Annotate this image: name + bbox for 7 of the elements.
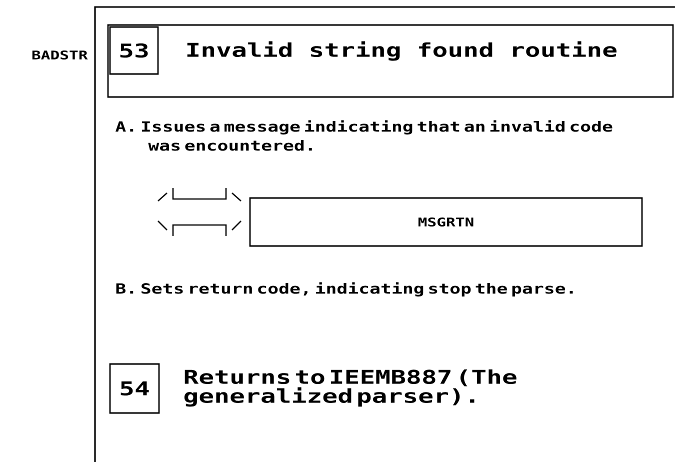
module-name: BADSTR (32, 50, 88, 60)
step-number-box: 54 (109, 363, 160, 414)
process-box: MSGRTN (249, 197, 643, 247)
step-text: B. Sets return code, indicating stop the parse. (116, 282, 573, 296)
step-text: A. Issues a message indicating that an invalid code was encountered. (116, 120, 612, 151)
step-text: Returns to IEEMB887 (The generalized parser). (184, 369, 516, 407)
step-number-box: 53 (109, 26, 159, 75)
